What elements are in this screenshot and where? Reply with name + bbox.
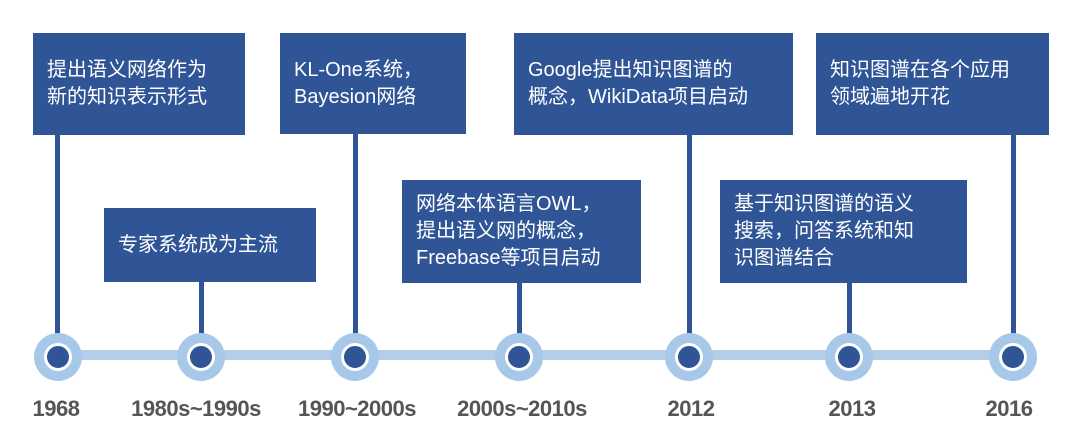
timeline-node [495, 333, 543, 381]
timeline-node [825, 333, 873, 381]
event-text-line: KL-One系统， [294, 58, 423, 81]
event-text-line: 专家系统成为主流 [118, 233, 278, 256]
event-text-line: 领域遍地开花 [830, 86, 950, 108]
event-connector [199, 282, 204, 355]
event-box-1980s-1990s: 专家系统成为主流 [104, 208, 316, 282]
event-box-2013: 基于知识图谱的语义 搜索，问答系统和知 识图谱结合 [720, 180, 967, 283]
event-connector [517, 283, 522, 355]
timeline-node [989, 333, 1037, 381]
year-label: 1980s~1990s [131, 396, 261, 421]
year-label: 2016 [985, 396, 1033, 421]
event-connector [55, 135, 60, 355]
event-text-line: 知识图谱在各个应用 [830, 59, 1010, 81]
year-label: 2000s~2010s [457, 396, 587, 421]
event-connector [847, 283, 852, 355]
event-box-2016: 知识图谱在各个应用 领域遍地开花 [816, 33, 1049, 135]
event-text-line: 提出语义网的概念， [416, 220, 596, 242]
event-box-1990-2000s: KL-One系统， Bayesion网络 [280, 33, 466, 134]
event-text-line: 提出语义网络作为 [47, 59, 207, 81]
year-label: 1968 [32, 396, 80, 421]
timeline-node [665, 333, 713, 381]
event-text-line: 网络本体语言OWL， [416, 193, 602, 215]
year-label: 2013 [828, 396, 876, 421]
event-box-2012: Google提出知识图谱的 概念，WikiData项目启动 [514, 33, 793, 135]
year-label: 2012 [667, 396, 715, 421]
event-text-line: 识图谱结合 [734, 247, 834, 269]
timeline-node [34, 333, 82, 381]
event-text-line: Freebase等项目启动 [416, 247, 601, 269]
year-label: 1990~2000s [298, 396, 416, 421]
event-text-line: 概念，WikiData项目启动 [528, 86, 749, 108]
timeline-node [177, 333, 225, 381]
event-text-line: Google提出知识图谱的 [528, 59, 733, 81]
timeline-node [331, 333, 379, 381]
event-connector [353, 134, 358, 355]
event-text-line: 新的知识表示形式 [47, 86, 207, 108]
event-box-2000s-2010s: 网络本体语言OWL， 提出语义网的概念， Freebase等项目启动 [402, 180, 641, 283]
event-text-line: 搜索，问答系统和知 [734, 220, 914, 242]
event-text-line: 基于知识图谱的语义 [734, 193, 914, 215]
event-text-line: Bayesion网络 [294, 85, 417, 108]
event-box-1968: 提出语义网络作为 新的知识表示形式 [33, 33, 245, 135]
event-connector [687, 135, 692, 355]
event-connector [1011, 135, 1016, 355]
